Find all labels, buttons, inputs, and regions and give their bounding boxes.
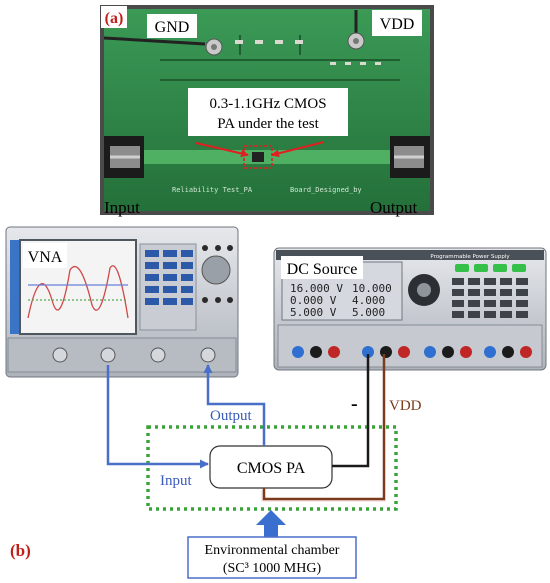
vdd-terminal bbox=[347, 10, 365, 50]
dc-readout-5: 5.000 V bbox=[290, 306, 337, 319]
vna-ports bbox=[52, 347, 216, 363]
dc-readout-3: 0.000 V bbox=[290, 294, 337, 307]
smd-components bbox=[235, 40, 381, 65]
vna-keys bbox=[145, 250, 193, 305]
sma-input-connector bbox=[104, 136, 144, 178]
pa-chip bbox=[252, 152, 264, 162]
gnd-label-box bbox=[147, 14, 197, 38]
vna-round-buttons bbox=[202, 245, 233, 303]
gnd-terminal bbox=[103, 36, 223, 56]
vna-knob bbox=[201, 255, 231, 285]
dc-source-instrument: Programmable Power Supply 16.000 V 10.00… bbox=[273, 247, 547, 371]
vdd-wire-label: VDD bbox=[389, 398, 422, 414]
pa-caption-line2: PA under the test bbox=[217, 116, 319, 132]
vna-label: VNA bbox=[28, 249, 63, 266]
vna-trace-plot bbox=[27, 265, 129, 319]
vna-port-strip bbox=[7, 337, 237, 373]
silkscreen-left: Reliability Test_PA bbox=[172, 186, 253, 194]
dc-header: Programmable Power Supply bbox=[430, 254, 510, 260]
vdd-wire-halo bbox=[261, 490, 386, 502]
silkscreen-right: Board_Designed_by bbox=[290, 186, 362, 194]
dc-green-buttons bbox=[455, 264, 526, 272]
output-signal-label: Output bbox=[210, 408, 253, 424]
gnd-label: GND bbox=[155, 19, 190, 36]
chamber-arrow bbox=[256, 510, 286, 537]
output-label: Output bbox=[370, 198, 418, 217]
pa-arrow-right bbox=[271, 141, 325, 158]
dc-keypad bbox=[452, 278, 528, 318]
dc-source-label: DC Source bbox=[287, 261, 358, 278]
pa-caption-line1: 0.3-1.1GHz CMOS bbox=[209, 96, 326, 112]
input-label: Input bbox=[104, 198, 140, 217]
panel-a-tag-box bbox=[101, 6, 127, 28]
vdd-label-box bbox=[372, 10, 422, 36]
dc-source-label-box bbox=[281, 256, 363, 279]
panel-a-tag: (a) bbox=[105, 10, 124, 27]
pa-caption-box bbox=[188, 88, 348, 136]
ground-wire bbox=[332, 354, 370, 468]
input-cable bbox=[106, 365, 209, 469]
cmos-pa-label: CMOS PA bbox=[237, 460, 306, 477]
panel-b: VNA Programmable Power Supply 16.000 V 1… bbox=[5, 226, 547, 579]
dc-readout-4: 4.000 bbox=[352, 294, 385, 307]
input-signal-label: Input bbox=[160, 473, 192, 489]
output-cable bbox=[203, 364, 266, 446]
dc-readout-1: 16.000 V bbox=[290, 282, 343, 295]
rf-trace bbox=[104, 150, 430, 164]
panel-a: Reliability Test_PA Board_Designed_by GN… bbox=[100, 5, 434, 217]
chamber-label-line1: Environmental chamber bbox=[205, 543, 340, 558]
sma-output-connector bbox=[390, 136, 430, 178]
dc-readout-2: 10.000 bbox=[352, 282, 392, 295]
pcb-traces bbox=[160, 35, 400, 81]
chamber-label-box bbox=[187, 536, 357, 579]
dc-terminal-strip bbox=[277, 324, 543, 368]
vdd-wire bbox=[262, 354, 386, 501]
pa-arrow-left bbox=[195, 142, 249, 158]
chamber-boundary bbox=[146, 425, 398, 511]
vdd-label: VDD bbox=[380, 16, 415, 33]
vna-instrument: VNA bbox=[5, 226, 239, 378]
dc-readout-6: 5.000 bbox=[352, 306, 385, 319]
panel-b-tag: (b) bbox=[10, 541, 31, 560]
minus-label: - bbox=[351, 393, 358, 415]
chamber-label-line2: (SC³ 1000 MHG) bbox=[223, 561, 322, 576]
vna-label-box bbox=[23, 243, 67, 268]
